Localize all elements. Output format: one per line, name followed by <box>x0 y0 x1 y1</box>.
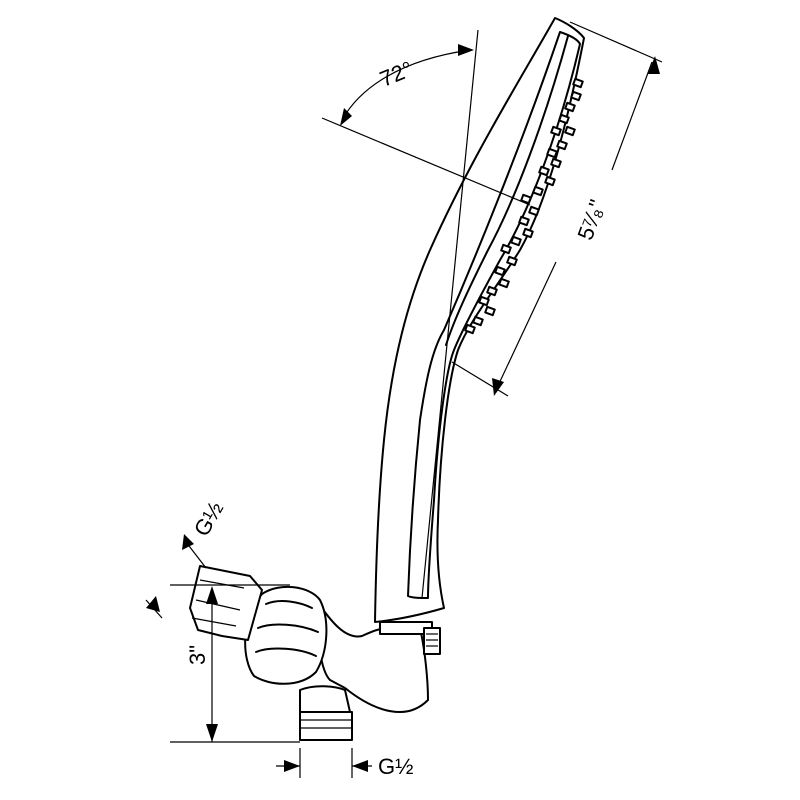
top-thread-inlet <box>189 565 263 641</box>
spray-nozzles <box>464 77 584 335</box>
height-arrow-top-icon <box>206 586 218 604</box>
head-length-label: 5⁷⁄₈" <box>572 196 609 243</box>
height-dimension: 3" <box>170 584 300 743</box>
bracket-elbow <box>299 685 351 717</box>
top-thread-arrow-icon <box>182 534 194 550</box>
angle-arrow-start-icon <box>340 108 352 126</box>
spray-face-line <box>445 35 569 346</box>
bottom-thread-label: G½ <box>378 754 413 779</box>
swivel-nut <box>244 585 328 685</box>
top-thread-arrow-lower-icon <box>146 596 160 612</box>
angle-axis-line <box>421 29 479 599</box>
bottom-thread-arrow-left-icon <box>284 760 300 772</box>
head-extension-bottom <box>451 361 509 397</box>
head-dimension-line-upper <box>611 61 653 171</box>
head-arrow-bottom-icon <box>492 378 504 396</box>
top-thread-label: G½ <box>189 497 228 540</box>
angle-reference-line <box>321 117 531 206</box>
angle-arc <box>341 49 471 121</box>
head-length-dimension: 5⁷⁄₈" <box>451 21 663 397</box>
hand-shower-body <box>374 17 585 623</box>
bottom-thread-dimension: G½ <box>276 748 413 779</box>
height-label: 3" <box>185 645 210 665</box>
bottom-thread-connector <box>299 711 353 741</box>
wall-bracket <box>189 565 441 741</box>
angle-arrow-end-icon <box>458 44 474 56</box>
head-dimension-line-lower <box>495 261 557 391</box>
head-extension-top <box>569 21 663 63</box>
angle-label: 72° <box>376 56 416 92</box>
height-arrow-bottom-icon <box>206 724 218 742</box>
hose-nipple <box>423 627 441 655</box>
hand-shower-inner-contour <box>407 31 581 599</box>
bottom-thread-arrow-right-icon <box>352 760 368 772</box>
head-arrow-top-icon <box>648 56 660 74</box>
